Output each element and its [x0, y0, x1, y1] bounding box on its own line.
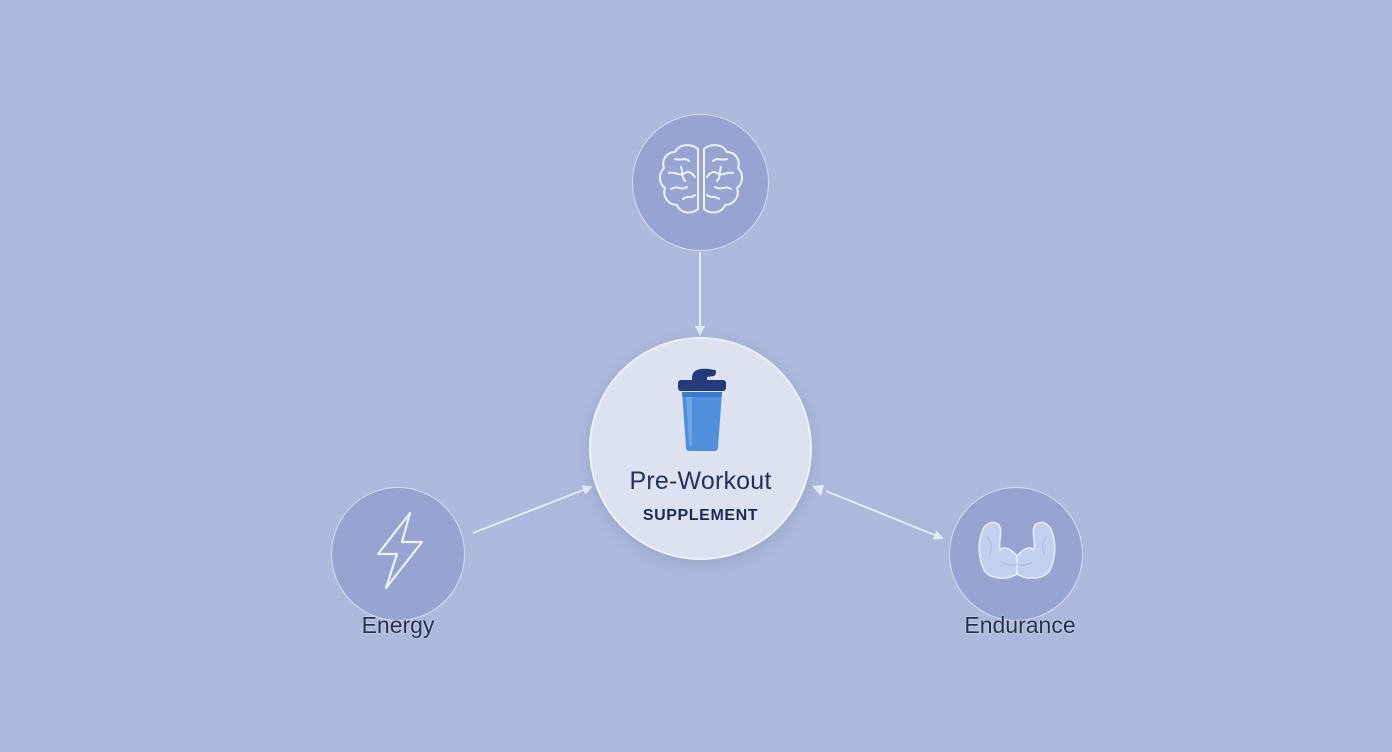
lightning-bolt-icon — [376, 511, 424, 590]
connector-hub-to-endurance — [825, 490, 944, 540]
connector-energy-to-hub — [472, 485, 593, 534]
shaker-bottle-icon — [678, 368, 726, 451]
endurance-label: Endurance — [964, 612, 1076, 638]
hub-title: Pre-Workout — [629, 467, 772, 495]
flexed-arms-icon — [978, 521, 1056, 579]
endurance-node — [949, 487, 1083, 621]
pre-workout-hub: Pre-Workout SUPPLEMENT — [589, 337, 812, 560]
arrowhead-at-hub-right — [812, 485, 824, 496]
focus-node — [632, 114, 769, 251]
brain-icon — [659, 144, 743, 214]
energy-node — [331, 487, 465, 621]
hub-subtitle: SUPPLEMENT — [642, 507, 759, 524]
energy-label: Energy — [361, 612, 435, 638]
